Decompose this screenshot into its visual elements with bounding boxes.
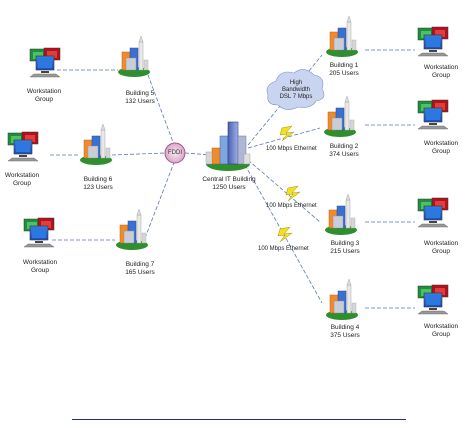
workstation-text: Workstation — [423, 64, 459, 71]
lightning-icon — [279, 125, 295, 142]
workstation-text: Group — [431, 148, 451, 155]
workstation-text: Workstation — [423, 240, 459, 247]
workstation-label: Workstation Group — [27, 88, 61, 104]
workstation-text: Workstation — [22, 259, 58, 266]
link-hub-b3 — [247, 159, 321, 223]
link-b5-fddi — [147, 74, 177, 151]
building-name: Building 1 — [329, 62, 359, 69]
hub-label: Central IT Building 1250 Users — [202, 176, 255, 192]
workstation-icon — [417, 99, 449, 130]
lightning-icon — [277, 226, 293, 243]
building-users: 375 Users — [330, 332, 360, 339]
cloud-line-2: Bandwidth — [281, 87, 311, 93]
workstation-label: Workstation Group — [424, 240, 458, 256]
hub-name: Central IT Building — [202, 176, 256, 183]
building-name: Building 6 — [83, 176, 113, 183]
lightning-icon — [285, 185, 301, 202]
cloud-line-1: High — [289, 80, 303, 86]
workstation-text: Group — [12, 180, 32, 187]
building-users: 165 Users — [125, 269, 155, 276]
workstation-text: Group — [431, 248, 451, 255]
building-4-label: Building 4 375 Users — [330, 324, 360, 340]
cloud-line-3: DSL 7 Mbps — [279, 94, 313, 100]
building-3-icon — [324, 193, 358, 236]
building-users: 123 Users — [83, 184, 113, 191]
building-4-icon — [325, 278, 359, 321]
building-users: 215 Users — [330, 248, 360, 255]
building-name: Building 4 — [330, 324, 360, 331]
link-b6-fddi — [111, 152, 166, 156]
building-1-label: Building 1 205 Users — [329, 62, 359, 78]
workstation-text: Workstation — [26, 88, 62, 95]
workstation-label: Workstation Group — [424, 323, 458, 339]
workstation-icon — [7, 131, 39, 162]
workstation-label: Workstation Group — [5, 172, 39, 188]
ethernet-bolts — [277, 125, 301, 243]
hub-building — [205, 121, 251, 171]
workstation-text: Group — [431, 72, 451, 79]
dsl-cloud — [266, 69, 325, 110]
link-fddi-hub — [184, 152, 213, 156]
workstation-icon — [417, 26, 449, 57]
building-name: Building 3 — [330, 240, 360, 247]
building-users: 374 Users — [329, 151, 359, 158]
building-users: 205 Users — [329, 70, 359, 77]
workstation-text: Workstation — [4, 172, 40, 179]
building-name: Building 5 — [125, 90, 155, 97]
workstation-text: Group — [30, 267, 50, 274]
hub-users: 1250 Users — [212, 184, 246, 191]
workstation-icon — [417, 197, 449, 228]
building-7-icon — [115, 208, 149, 251]
cloud-icon — [266, 69, 325, 110]
workstation-text: Workstation — [423, 323, 459, 330]
building-name: Building 2 — [329, 143, 359, 150]
building-7-label: Building 7 165 Users — [125, 261, 155, 277]
fddi-ring — [164, 142, 186, 164]
workstation-text: Workstation — [423, 140, 459, 147]
building-6-icon — [79, 123, 113, 166]
workstation-label: Workstation Group — [424, 64, 458, 80]
building-1-icon — [325, 15, 359, 58]
workstation-label: Workstation Group — [23, 259, 57, 275]
building-users: 132 Users — [125, 98, 155, 105]
link-label-b2: 100 Mbps Ethernet — [266, 146, 317, 152]
building-name: Building 7 — [125, 261, 155, 268]
workstation-text: Group — [431, 331, 451, 338]
workstation-icon — [29, 47, 61, 78]
workstation-text: Group — [34, 96, 54, 103]
cloud-label: High Bandwidth DSL 7 Mbps — [280, 80, 313, 101]
fddi-label: FDDI — [168, 150, 182, 156]
building-5-label: Building 5 132 Users — [125, 90, 155, 106]
link-b7-fddi — [144, 159, 176, 239]
building-3-label: Building 3 215 Users — [330, 240, 360, 256]
fddi-ring-icon — [164, 142, 186, 164]
building-2-label: Building 2 374 Users — [329, 143, 359, 159]
workstation-label: Workstation Group — [424, 140, 458, 156]
workstation-icon — [23, 217, 55, 248]
link-label-b3: 100 Mbps Ethernet — [266, 203, 317, 209]
building-6-label: Building 6 123 Users — [83, 176, 113, 192]
link-hub-b1 — [247, 54, 323, 146]
link-label-b4: 100 Mbps Ethernet — [258, 246, 309, 252]
building-5-icon — [117, 35, 151, 78]
workstation-icon — [417, 284, 449, 315]
building-2-icon — [323, 95, 357, 138]
bottom-rule — [72, 419, 406, 420]
